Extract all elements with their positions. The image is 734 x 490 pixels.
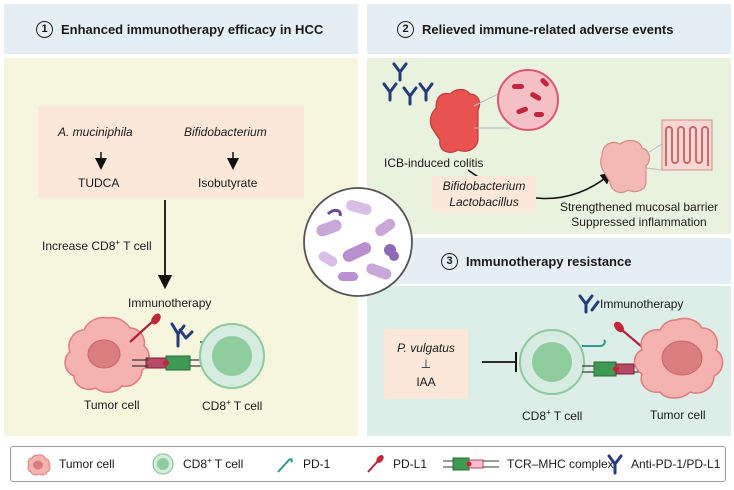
antibody-icon: [607, 454, 623, 474]
effect-label: Increase CD8+ T cell: [42, 238, 152, 253]
legend-label-t-cell: CD8+ T cell: [183, 456, 244, 471]
tcr-mhc-icon: [132, 355, 206, 371]
legend: Tumor cell CD8+ T cell PD-1 PD-L1 TC: [10, 446, 726, 482]
legend-item-antibody: Anti-PD-1/PD-L1: [605, 447, 720, 480]
panel-3-number: 3: [441, 252, 458, 270]
panel-3-header: 3 Immunotherapy resistance: [367, 238, 731, 284]
healthy-colon-icon: [600, 139, 651, 194]
legend-label-tcr-mhc: TCR–MHC complex: [507, 456, 614, 471]
tumor-cell-label-3: Tumor cell: [650, 408, 706, 422]
tumor-cell-icon: [27, 453, 51, 476]
probiotic-1-label: Bifidobacterium: [442, 179, 526, 193]
iaa-label: IAA: [416, 375, 436, 389]
panel-2-number: 2: [397, 20, 414, 38]
pdl1-icon: [614, 321, 624, 333]
legend-label-tumor-cell: Tumor cell: [59, 456, 115, 471]
t-cell-label-3: CD8+ T cell: [522, 408, 583, 423]
colitis-zoom-icon: [497, 69, 559, 131]
legend-label-pd1: PD-1: [303, 456, 331, 471]
t-cell-icon: [152, 452, 174, 475]
panel-2-header: 2 Relieved immune-related adverse events: [367, 4, 731, 54]
pd1-icon: [582, 339, 606, 347]
pdl1-icon: [367, 454, 384, 473]
panel-3-title: Immunotherapy resistance: [466, 253, 632, 269]
immunotherapy-label-3: Immunotherapy: [600, 297, 684, 311]
legend-item-pd1: PD-1: [275, 447, 330, 480]
p-vulgatus-box: [384, 329, 468, 399]
probiotic-2-label: Lactobacillus: [449, 195, 519, 209]
panel-1-title: Enhanced immunotherapy efficacy in HCC: [61, 21, 324, 37]
pd1-icon: [277, 457, 293, 473]
colitis-label: ICB-induced colitis: [384, 156, 484, 170]
antibody-group-icon: [382, 62, 434, 106]
legend-item-t-cell: CD8+ T cell: [151, 447, 243, 480]
t-cell-label-1: CD8+ T cell: [202, 398, 263, 413]
antibody-icon: [578, 294, 600, 314]
probiotic-box: [432, 176, 536, 212]
immunotherapy-label-1: Immunotherapy: [128, 296, 212, 310]
bacterium-b-label: Bifidobacterium: [184, 125, 267, 139]
metabolite-box: [38, 106, 304, 198]
panel-1-cell-illustration: [64, 313, 265, 393]
pdl1-icon: [151, 313, 161, 325]
outcome-2-label: Suppressed inflammation: [571, 215, 707, 229]
legend-item-pdl1: PD-L1: [365, 447, 427, 480]
metabolite-b-label: Isobutyrate: [198, 176, 258, 190]
antibody-icon: [170, 322, 194, 348]
legend-item-tcr-mhc: TCR–MHC complex: [443, 447, 614, 480]
outcome-1-label: Strengthened mucosal barrier: [559, 200, 719, 214]
legend-item-tumor-cell: Tumor cell: [25, 447, 115, 480]
panel-2-illustration: [382, 62, 713, 200]
tumor-cell-label-1: Tumor cell: [84, 398, 140, 412]
inflamed-colon-icon: [429, 88, 481, 153]
panel-2-title: Relieved immune-related adverse events: [422, 21, 674, 37]
legend-label-antibody: Anti-PD-1/PD-L1: [631, 456, 721, 471]
panel-1-number: 1: [36, 20, 53, 38]
p-vulgatus-label: P. vulgatus: [397, 341, 455, 355]
panel-3-illustration: [482, 294, 724, 399]
legend-label-pdl1: PD-L1: [393, 456, 428, 471]
gut-microbiota-illustration: [303, 187, 413, 297]
tcr-mhc-icon: [443, 457, 499, 470]
bacterium-a-label: A. muciniphila: [58, 125, 133, 139]
panel-1-header: 1 Enhanced immunotherapy efficacy in HCC: [4, 4, 358, 54]
inhibit-symbol: ⊥: [420, 357, 432, 371]
metabolite-a-label: TUDCA: [78, 176, 120, 190]
